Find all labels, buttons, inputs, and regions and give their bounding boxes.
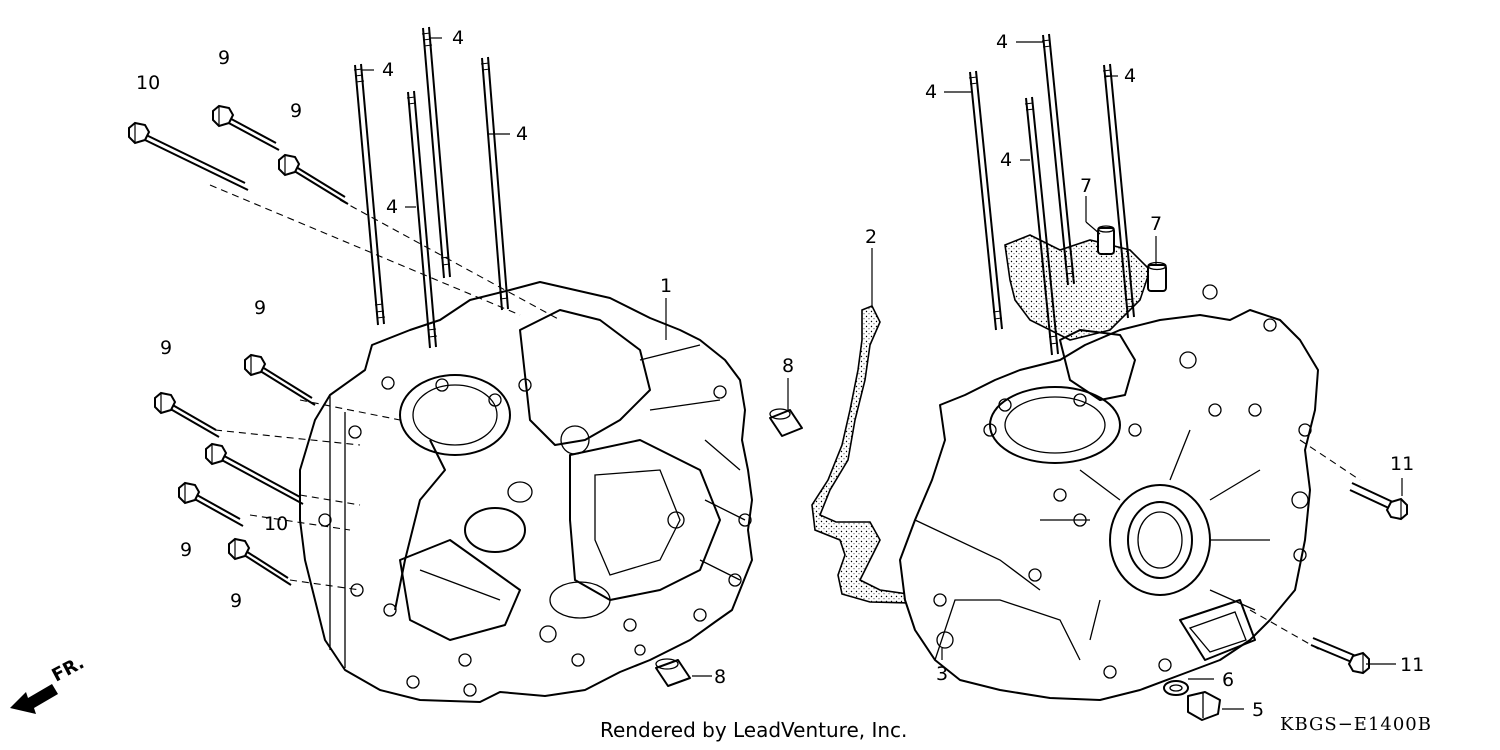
- callout-labels: 1 2 3 4 4 4 4 4 4 4 4 5 6 7 7 8 8 9 9 9 …: [136, 27, 1424, 721]
- bolt-9: [178, 482, 244, 527]
- bolt-9: [154, 392, 220, 438]
- callout-10: 10: [136, 72, 160, 94]
- callout-8: 8: [714, 666, 726, 688]
- bolt-10: [205, 443, 304, 505]
- stud-4: [1024, 96, 1059, 356]
- collar-8: [769, 408, 803, 437]
- diagram-code: KBGS−E1400B: [1280, 714, 1432, 735]
- drain-plug-5: [1187, 691, 1221, 721]
- front-direction-indicator: FR.: [10, 652, 88, 714]
- callout-4: 4: [452, 27, 464, 49]
- sealing-washer-6: [1163, 680, 1189, 696]
- callout-9: 9: [218, 47, 230, 69]
- callout-11: 11: [1390, 453, 1414, 475]
- render-credit: Rendered by LeadVenture, Inc.: [600, 718, 908, 742]
- callout-7: 7: [1150, 213, 1162, 235]
- left-studs: [353, 26, 509, 349]
- stud-4: [421, 26, 451, 279]
- callout-4: 4: [1000, 149, 1012, 171]
- callout-9: 9: [160, 337, 172, 359]
- bolt-9: [212, 105, 280, 151]
- callout-8: 8: [782, 355, 794, 377]
- callout-4: 4: [996, 31, 1008, 53]
- left-bolts: [128, 105, 349, 586]
- callout-2: 2: [865, 226, 877, 248]
- bolt-9: [244, 354, 316, 406]
- callout-4: 4: [386, 196, 398, 218]
- assembly-guide-lines: [209, 184, 1361, 651]
- crankcase-gasket: [811, 304, 917, 604]
- right-studs: [968, 33, 1135, 356]
- bolt-11: [1349, 482, 1408, 520]
- callout-leaders: [362, 37, 1403, 710]
- callout-4: 4: [382, 59, 394, 81]
- callout-4: 4: [516, 123, 528, 145]
- callout-7: 7: [1080, 175, 1092, 197]
- callout-11: 11: [1400, 654, 1424, 676]
- right-crankcase-half: [899, 234, 1319, 701]
- callout-5: 5: [1252, 699, 1264, 721]
- callout-9: 9: [230, 590, 242, 612]
- callout-9: 9: [254, 297, 266, 319]
- left-crankcase-half: [299, 281, 753, 703]
- stud-4: [480, 56, 509, 311]
- stud-4: [968, 70, 1003, 331]
- callout-4: 4: [1124, 65, 1136, 87]
- bolt-10: [128, 122, 249, 191]
- stud-4: [406, 90, 438, 349]
- dowel-pin-7: [1097, 225, 1115, 255]
- callout-6: 6: [1222, 669, 1234, 691]
- stud-4: [1041, 33, 1075, 286]
- dowel-pin-7: [1147, 261, 1167, 292]
- bolt-9: [278, 154, 349, 205]
- bolt-11: [1310, 637, 1370, 674]
- collar-8: [655, 658, 691, 687]
- callout-3: 3: [936, 663, 948, 685]
- front-arrow-icon: [10, 684, 58, 714]
- callout-9: 9: [290, 100, 302, 122]
- callout-10: 10: [264, 513, 288, 535]
- callout-9: 9: [180, 539, 192, 561]
- front-label: FR.: [48, 652, 87, 686]
- callout-1: 1: [660, 275, 672, 297]
- stud-4: [353, 63, 386, 326]
- callout-4: 4: [925, 81, 937, 103]
- bolt-9: [228, 538, 292, 586]
